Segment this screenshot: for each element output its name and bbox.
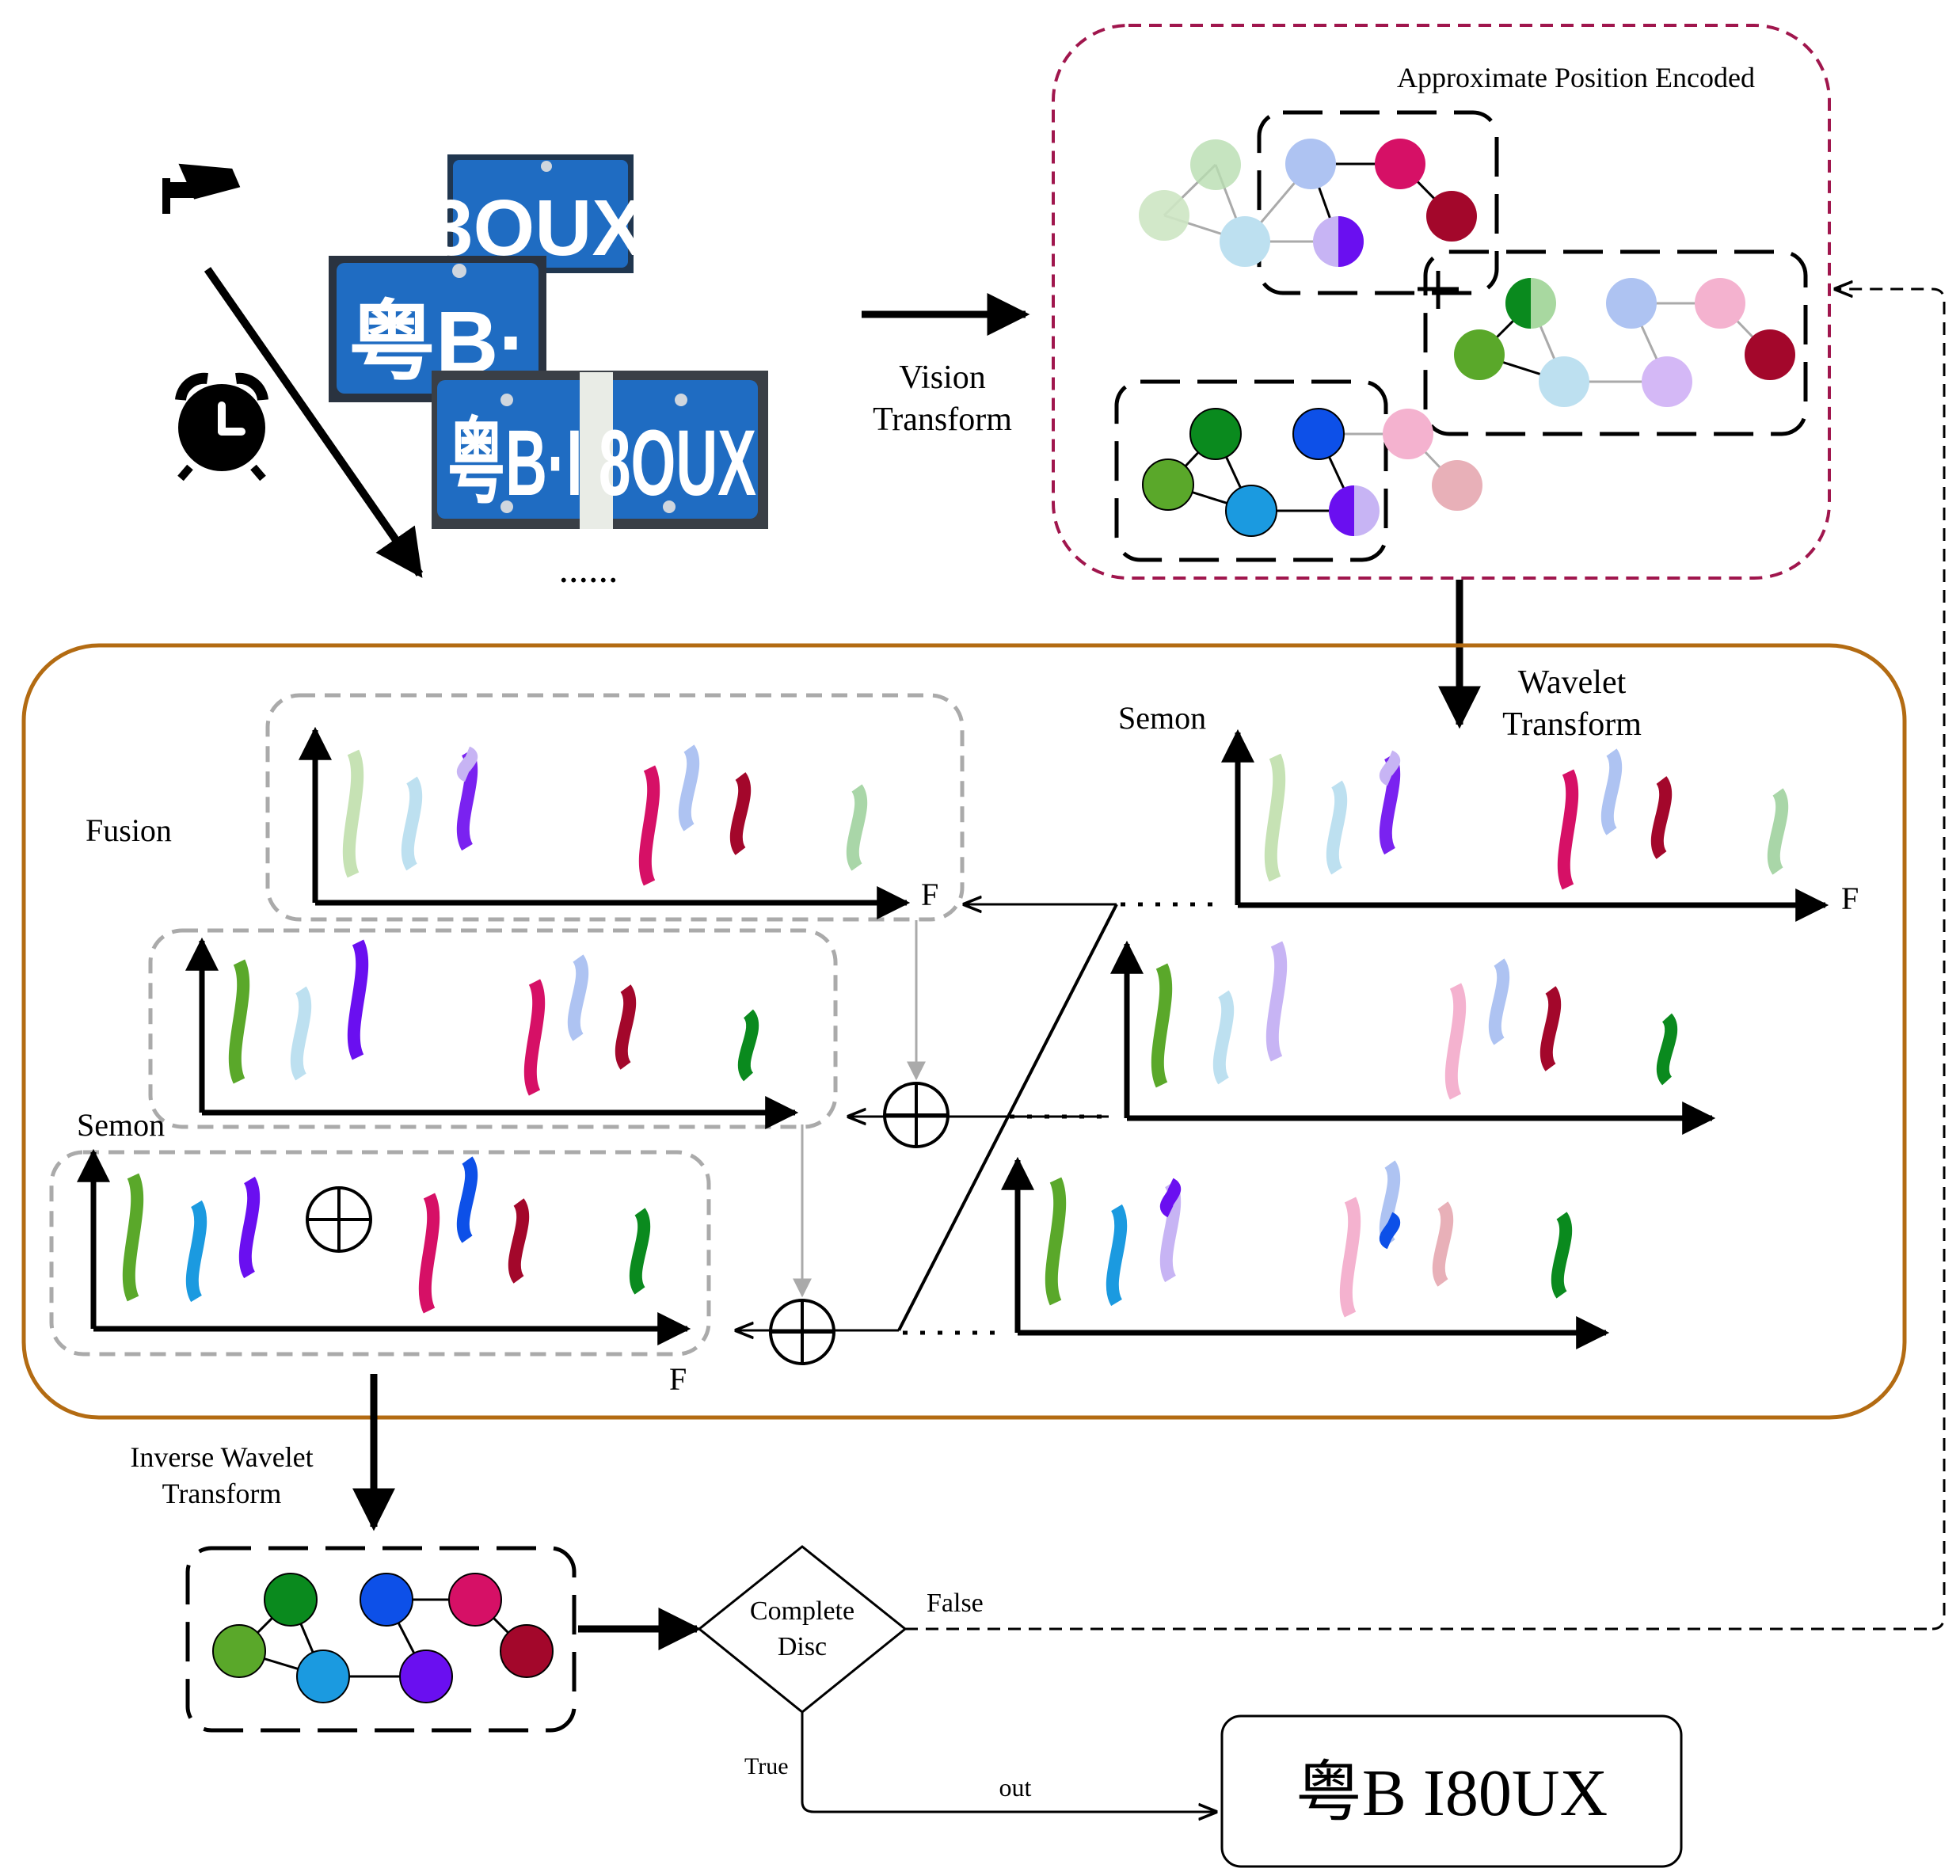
- semon-label-left: Semon: [77, 1107, 165, 1143]
- wave-mark: [347, 939, 369, 1060]
- result-box: [1220, 1714, 1683, 1868]
- fusion-panel-2: [148, 928, 838, 1129]
- wave-mark: [1650, 776, 1673, 859]
- inverse-label-2: Transform: [162, 1478, 282, 1509]
- subgraph-box-2: [1423, 249, 1808, 436]
- cctv-camera-icon: [162, 163, 241, 214]
- wave-mark: [1264, 753, 1286, 882]
- ellipsis: ......: [559, 546, 618, 591]
- fusion-panel-3: [49, 1150, 711, 1357]
- svg-text:粤B·I 8OUX: 粤B·I 8OUX: [447, 411, 756, 516]
- axes-right-3: [1001, 1156, 1610, 1349]
- wave-mark: [1488, 958, 1510, 1045]
- wave-mark: [1767, 788, 1789, 875]
- wave-mark: [457, 746, 478, 782]
- wavelet-label-1: Wavelet: [1518, 664, 1627, 701]
- alarm-clock-icon: [175, 372, 268, 481]
- approx-position-label: Approximate Position Encoded: [1397, 62, 1755, 93]
- feedback-arrow: [1836, 289, 1946, 1406]
- graph-nodes-1: [1139, 139, 1477, 267]
- f-axis-label-1: F: [921, 877, 938, 912]
- wave-mark: [1106, 1204, 1128, 1307]
- fusion-label: Fusion: [86, 812, 172, 848]
- vision-transform-label-1: Vision: [899, 360, 986, 396]
- wave-mark: [290, 986, 312, 1081]
- graph-nodes-3: [1142, 408, 1482, 537]
- decision-label-1: Complete: [750, 1596, 854, 1626]
- wave-mark: [678, 744, 700, 831]
- wave-mark: [729, 772, 752, 855]
- wave-mark: [228, 959, 250, 1084]
- wave-mark: [638, 765, 660, 886]
- axes-right-2: [1110, 940, 1716, 1135]
- wave-mark: [418, 1193, 440, 1314]
- wave-mark: [342, 749, 364, 878]
- inline-add: [306, 1186, 372, 1253]
- wave-mark: [1444, 983, 1467, 1100]
- wave-mark: [1265, 941, 1288, 1062]
- wave-mark: [523, 979, 546, 1096]
- wave-mark: [1432, 1201, 1454, 1287]
- wave-mark: [567, 954, 589, 1041]
- wave-mark: [1380, 1212, 1400, 1250]
- axes-left-2: [185, 937, 799, 1129]
- graph-nodes-2: [1454, 278, 1795, 407]
- wave-mark: [1600, 748, 1623, 835]
- wave-mark: [1557, 769, 1579, 890]
- subgraph-box-3: [1114, 379, 1388, 562]
- wavelet-fusion-container: [21, 643, 1907, 1420]
- axes-left-1: [299, 726, 911, 919]
- wave-mark: [1045, 1177, 1067, 1306]
- vision-encoding-box: [1052, 24, 1831, 580]
- subgraph-box-1: [1257, 110, 1499, 295]
- wave-mark: [615, 984, 637, 1070]
- reconstructed-graph-nodes: [212, 1573, 554, 1703]
- axes-left-3: [77, 1148, 691, 1345]
- inverse-label-1: Inverse Wavelet: [130, 1441, 313, 1473]
- wave-mark: [1160, 1178, 1181, 1218]
- semon-label-right: Semon: [1118, 700, 1206, 736]
- fusion-panel-1: [265, 693, 965, 922]
- wave-mark: [846, 784, 868, 871]
- wave-mark: [122, 1173, 144, 1302]
- wave-mark: [1326, 780, 1348, 875]
- plate-image-bottom: 粤B·I 8OUX: [432, 371, 768, 529]
- axes-right-1: [1221, 729, 1829, 922]
- wave-mark: [1339, 1197, 1361, 1318]
- wave-mark: [456, 1156, 478, 1243]
- true-label: True: [744, 1753, 789, 1779]
- wavelet-coefficients: [122, 744, 1789, 1318]
- reconstructed-graph-box: [185, 1546, 577, 1733]
- wave-mark: [508, 1198, 530, 1284]
- vision-transform-label-2: Transform: [873, 401, 1012, 438]
- false-label: False: [927, 1589, 984, 1618]
- time-arrow: [204, 267, 424, 578]
- wave-mark: [1656, 1013, 1678, 1086]
- decision-label-2: Disc: [778, 1632, 827, 1661]
- f-axis-label-3: F: [669, 1361, 687, 1397]
- complete-disc-decision: [697, 1545, 908, 1714]
- wave-mark: [1151, 963, 1173, 1088]
- wavelet-label-2: Transform: [1502, 706, 1642, 743]
- wave-mark: [629, 1208, 651, 1295]
- wave-mark: [737, 1009, 759, 1082]
- f-axis-label-r1: F: [1841, 881, 1859, 916]
- plate-image-top: 3OUX: [429, 154, 645, 273]
- true-path: [801, 1712, 1216, 1812]
- fusion-add-1: [883, 1082, 950, 1148]
- wave-mark: [1212, 990, 1235, 1085]
- wave-mark: [1551, 1212, 1573, 1299]
- result-text: 粤B I80UX: [1296, 1756, 1608, 1830]
- out-label: out: [999, 1773, 1032, 1802]
- wave-mark: [238, 1176, 261, 1279]
- wave-mark: [185, 1200, 207, 1303]
- wave-mark: [1539, 986, 1562, 1071]
- wave-mark: [401, 776, 423, 871]
- fusion-add-2: [769, 1299, 835, 1365]
- wave-mark: [1380, 750, 1400, 786]
